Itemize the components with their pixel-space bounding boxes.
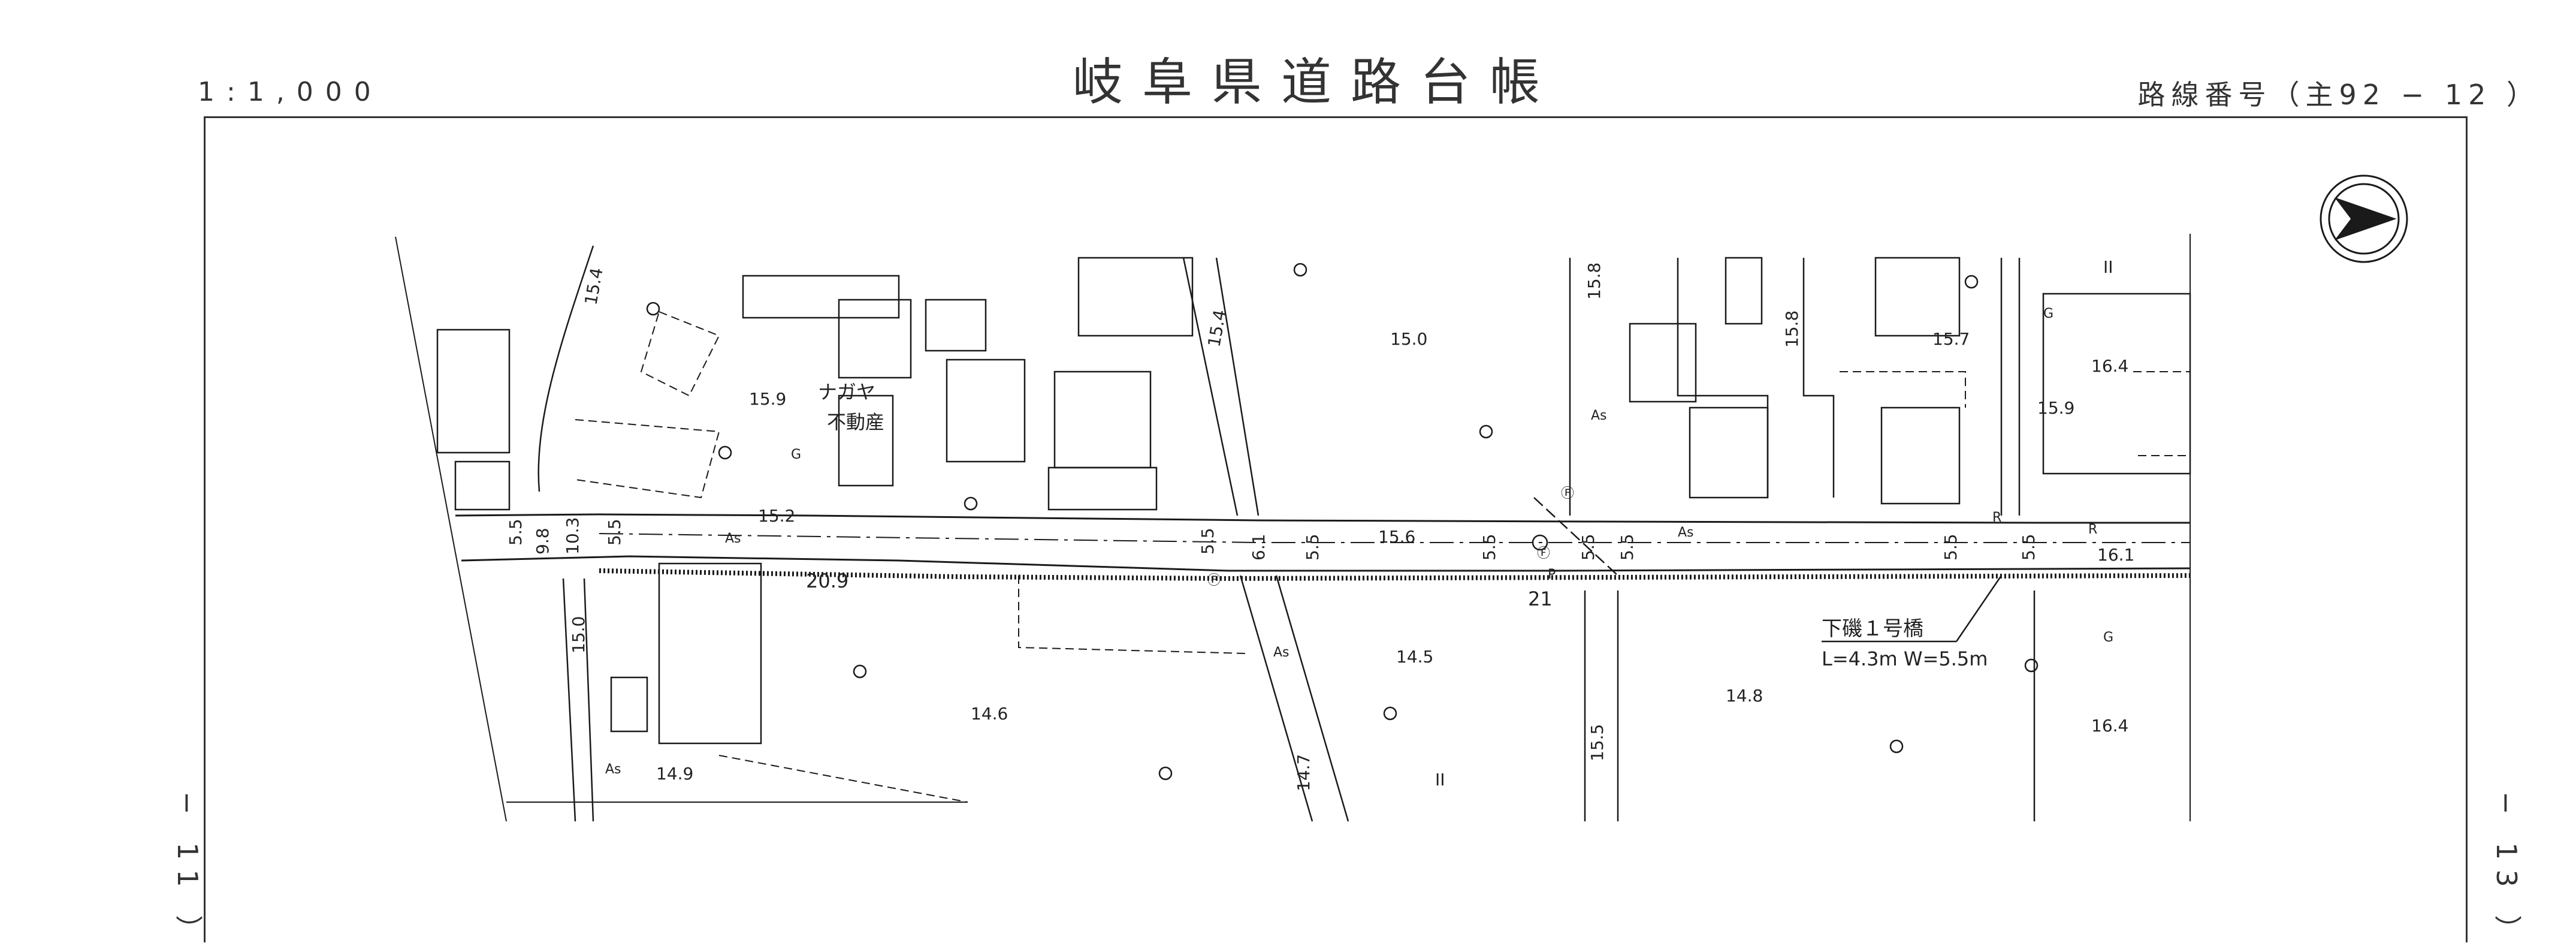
elevation-label: 14.7 [1294, 754, 1313, 791]
pole-symbols [646, 263, 2039, 781]
width-label: 5.5 [1479, 534, 1499, 561]
route-number-label: 路線番号（主92 − 12 ） [2137, 79, 2540, 111]
elevation-label: 14.8 [1726, 686, 1763, 706]
map-mark: G [2043, 306, 2053, 321]
width-label: 5.5 [506, 519, 526, 546]
place-name-line2: 不動産 [827, 411, 884, 433]
width-label: 5.5 [1303, 534, 1322, 561]
elevation-label: 16.4 [2091, 356, 2128, 376]
map-title: 岐阜県道路台帳 [1073, 53, 1560, 112]
elevation-label: 16.1 [2097, 545, 2134, 565]
place-name-line1: ナガヤ [818, 381, 875, 403]
width-label: 5.5 [2019, 534, 2039, 561]
elevation-label: 15.6 [1378, 527, 1415, 547]
map-mark: Ⓕ [1207, 573, 1221, 588]
road-surface-label: As [1591, 408, 1607, 423]
bridge-spec: L=4.3m W=5.5m [1822, 647, 1988, 670]
elevation-label: 15.0 [1390, 329, 1427, 349]
map-frame [204, 116, 2468, 942]
width-label: 5.5 [1198, 528, 1218, 555]
map-labels: 15.4 15.0 15.9 15.2 20.9 15.4 15.6 15.8 … [506, 257, 2134, 791]
elevation-label: 15.5 [1587, 724, 1607, 761]
elevation-label: 15.8 [1782, 311, 1802, 348]
bridge-name: 下磯１号橋 [1822, 617, 1923, 641]
elevation-label: 15.0 [569, 616, 588, 653]
road-surface-label: As [1273, 645, 1289, 660]
elevation-label: 15.9 [749, 389, 786, 409]
width-label: 5.5 [605, 519, 624, 546]
elevation-label: 15.2 [758, 506, 795, 526]
map-mark: II [2103, 257, 2113, 277]
map-mark: P [1548, 567, 1556, 582]
north-arrow-icon [2320, 174, 2408, 263]
elevation-label: 14.6 [971, 704, 1008, 724]
width-label: 5.5 [1941, 534, 1961, 561]
elevation-label: 15.9 [2037, 398, 2074, 418]
elevation-label: 16.4 [2091, 716, 2128, 736]
elevation-label: 14.9 [656, 764, 693, 784]
main-road [455, 513, 2191, 582]
elevation-label: 14.5 [1396, 647, 1433, 667]
adjacent-sheet-left: − 11 ） [171, 791, 204, 952]
map-mark: II [1435, 770, 1445, 790]
elevation-label: 15.7 [1932, 329, 1970, 349]
width-label: 5.5 [1578, 534, 1598, 561]
parcel-lines [575, 311, 2191, 803]
road-surface-label: As [1678, 525, 1694, 540]
map-boundary [395, 234, 2191, 822]
map-mark: G [2103, 630, 2113, 645]
width-label: 9.8 [533, 528, 552, 555]
width-label: 5.5 [1617, 534, 1637, 561]
map-mark: G [791, 447, 801, 462]
buildings [436, 257, 2191, 745]
side-roads [537, 245, 2036, 822]
width-label: 6.1 [1249, 534, 1269, 561]
road-surface-label: As [605, 762, 621, 777]
bridge-leader [1822, 575, 2003, 643]
elevation-label: 21 [1528, 588, 1553, 610]
adjacent-sheet-right: − 13 ） [2490, 791, 2523, 952]
elevation-label: 20.9 [806, 570, 848, 592]
map-mark: R [1992, 510, 2001, 525]
map-mark: Ⓕ [1561, 486, 1574, 501]
map-mark: Ⓕ [1537, 546, 1550, 561]
width-label: 10.3 [563, 517, 582, 555]
map-mark: R [2088, 522, 2097, 537]
scale-label: 1:1,000 [198, 77, 383, 107]
road-surface-label: As [725, 531, 741, 546]
elevation-label: 15.4 [1204, 308, 1230, 348]
elevation-label: 15.8 [1584, 263, 1604, 300]
